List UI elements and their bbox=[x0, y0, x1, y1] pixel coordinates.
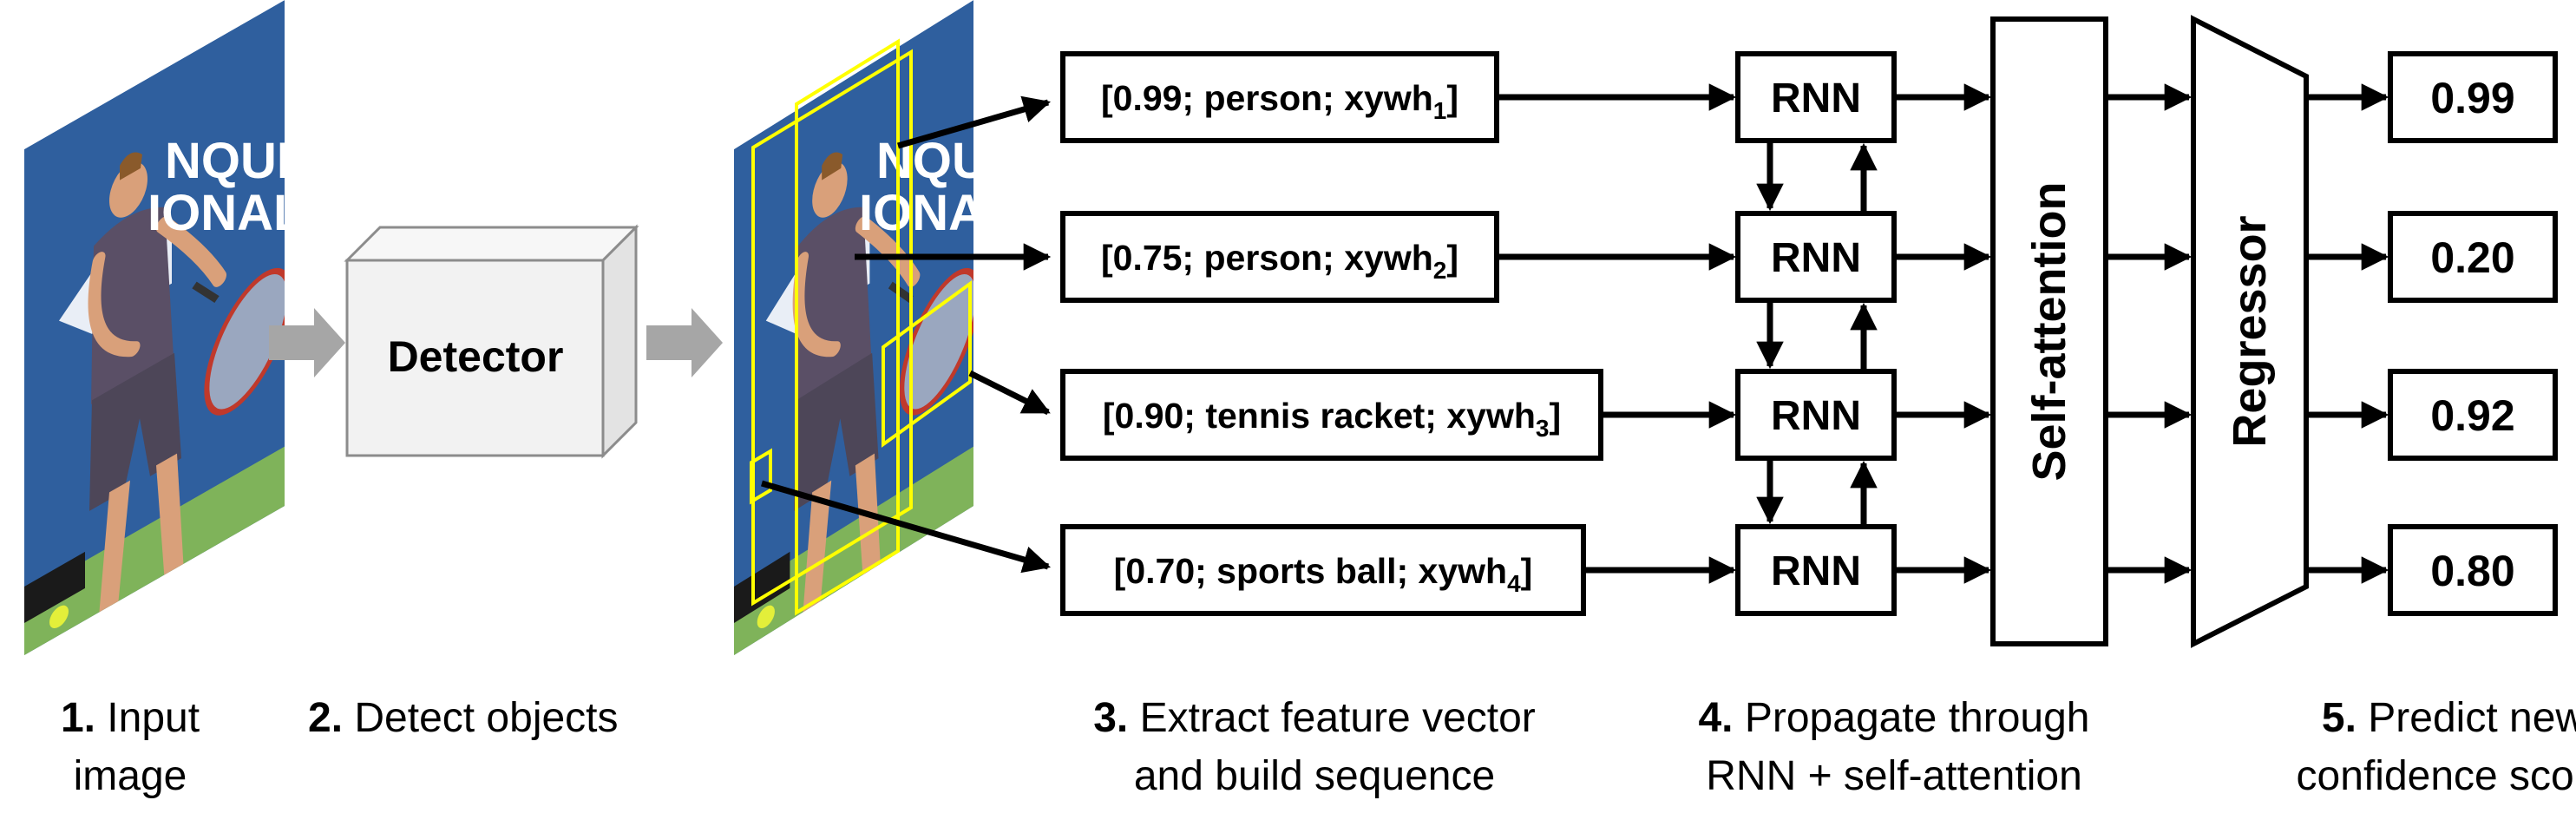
feature-1-prefix: [0.99; person; xywh bbox=[1101, 78, 1433, 118]
step-4-line2: RNN + self-attention bbox=[1706, 753, 2082, 799]
banner-text-2: IONALE bbox=[147, 185, 338, 241]
step-caption-1: 1. Input image bbox=[61, 695, 200, 799]
feature-4-prefix: [0.70; sports ball; xywh bbox=[1114, 551, 1507, 591]
rnn-box-3: RNN bbox=[1735, 369, 1897, 461]
feature-box-3: [0.90; tennis racket; xywh3] bbox=[1060, 369, 1603, 461]
svg-text:1. Input: 1. Input bbox=[61, 695, 200, 741]
rnn-box-2: RNN bbox=[1735, 211, 1897, 303]
step-1-line2: image bbox=[74, 753, 187, 799]
regressor-label: Regressor bbox=[2224, 215, 2276, 447]
feature-box-2: [0.75; person; xywh2] bbox=[1060, 211, 1499, 303]
svg-text:2. Detect objects: 2. Detect objects bbox=[308, 695, 619, 741]
attention-to-regressor-arrows bbox=[2106, 83, 2193, 584]
rnn-box-4: RNN bbox=[1735, 524, 1897, 616]
gray-arrow-1 bbox=[269, 308, 345, 377]
score-box-4: 0.80 bbox=[2388, 524, 2558, 616]
step-caption-4: 4. Propagate through RNN + self-attentio… bbox=[1698, 695, 2089, 799]
score-4: 0.80 bbox=[2430, 547, 2514, 595]
banner-text-4: IONALE bbox=[859, 185, 1049, 241]
score-box-3: 0.92 bbox=[2388, 369, 2558, 461]
step-caption-5: 5. Predict new confidence score bbox=[2297, 695, 2576, 799]
bbox-racket bbox=[882, 280, 972, 448]
feature-3-prefix: [0.90; tennis racket; xywh bbox=[1103, 396, 1536, 436]
rnn-label-2: RNN bbox=[1771, 235, 1861, 281]
feature-1-sub: 1 bbox=[1433, 97, 1447, 124]
svg-text:4. Propagate through: 4. Propagate through bbox=[1698, 695, 2089, 741]
banner-text-3: NQUE bbox=[876, 133, 1022, 189]
detector-label: Detector bbox=[388, 332, 564, 381]
rnn-label-3: RNN bbox=[1771, 393, 1861, 439]
feature-2-prefix: [0.75; person; xywh bbox=[1101, 238, 1433, 278]
step-5-line2: confidence score bbox=[2297, 753, 2576, 799]
step-2-line1: Detect objects bbox=[343, 695, 618, 741]
step-2-num: 2. bbox=[308, 695, 343, 741]
score-box-1: 0.99 bbox=[2388, 51, 2558, 143]
step-3-line2: and build sequence bbox=[1134, 753, 1495, 799]
input-image: NQUE IONALE bbox=[24, 0, 338, 696]
feature-4-suffix: ] bbox=[1521, 551, 1533, 591]
step-caption-3: 3. Extract feature vector and build sequ… bbox=[1093, 695, 1536, 799]
feature-to-rnn-arrows bbox=[1497, 83, 1737, 584]
feature-2-sub: 2 bbox=[1433, 257, 1447, 284]
svg-text:[0.70; sports ball; xywh4]: [0.70; sports ball; xywh4] bbox=[1114, 551, 1533, 597]
svg-text:[0.90; tennis racket; xywh3]: [0.90; tennis racket; xywh3] bbox=[1103, 396, 1561, 442]
self-attention-box: Self-attention bbox=[1990, 16, 2108, 646]
feature-1-suffix: ] bbox=[1446, 78, 1458, 118]
step-3-num: 3. bbox=[1093, 695, 1128, 741]
feature-box-1: [0.99; person; xywh1] bbox=[1060, 51, 1499, 143]
rnn-label-4: RNN bbox=[1771, 548, 1861, 594]
score-1: 0.99 bbox=[2430, 74, 2514, 122]
rnn-to-attention-arrows bbox=[1894, 83, 1992, 584]
detector-box: Detector bbox=[344, 224, 639, 459]
score-2: 0.20 bbox=[2430, 233, 2514, 282]
image-to-feature-arrows bbox=[761, 95, 1052, 574]
svg-text:3. Extract feature vector: 3. Extract feature vector bbox=[1093, 695, 1536, 741]
feature-4-sub: 4 bbox=[1507, 570, 1521, 597]
bbox-ball bbox=[750, 448, 772, 505]
step-4-num: 4. bbox=[1698, 695, 1733, 741]
score-3: 0.92 bbox=[2430, 391, 2514, 440]
step-1-line1: Input bbox=[95, 695, 200, 741]
bbox-person-2 bbox=[795, 38, 900, 616]
banner-text-1: NQUE bbox=[165, 133, 311, 189]
rnn-vertical-arrows bbox=[1756, 141, 1878, 527]
feature-2-suffix: ] bbox=[1446, 238, 1458, 278]
feature-3-sub: 3 bbox=[1536, 415, 1550, 442]
step-5-num: 5. bbox=[2322, 695, 2356, 741]
rnn-box-1: RNN bbox=[1735, 51, 1897, 143]
feature-3-suffix: ] bbox=[1549, 396, 1561, 436]
step-caption-2: 2. Detect objects bbox=[308, 695, 619, 741]
self-attention-label: Self-attention bbox=[2023, 182, 2075, 482]
svg-text:[0.75; person; xywh2]: [0.75; person; xywh2] bbox=[1101, 238, 1458, 284]
step-3-line1: Extract feature vector bbox=[1128, 695, 1536, 741]
gray-arrow-2 bbox=[646, 308, 723, 377]
regressor-block: Regressor bbox=[2191, 15, 2309, 648]
rnn-label-1: RNN bbox=[1771, 75, 1861, 121]
step-4-line1: Propagate through bbox=[1734, 695, 2090, 741]
score-box-2: 0.20 bbox=[2388, 211, 2558, 303]
feature-box-4: [0.70; sports ball; xywh4] bbox=[1060, 524, 1586, 616]
svg-text:[0.99; person; xywh1]: [0.99; person; xywh1] bbox=[1101, 78, 1458, 124]
regressor-to-score-arrows bbox=[2306, 83, 2389, 584]
bbox-person-1 bbox=[751, 49, 913, 607]
detected-image: NQUE IONALE bbox=[734, 0, 1049, 696]
step-1-num: 1. bbox=[61, 695, 95, 741]
svg-text:5. Predict new: 5. Predict new bbox=[2322, 695, 2576, 741]
step-5-line1: Predict new bbox=[2356, 695, 2576, 741]
